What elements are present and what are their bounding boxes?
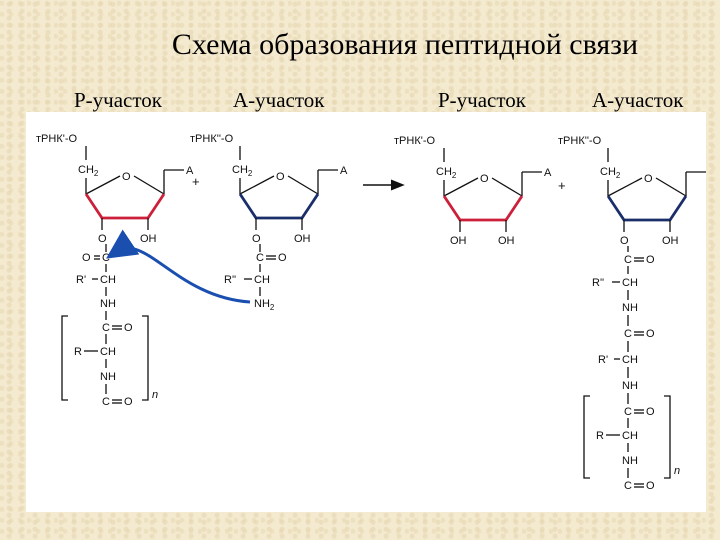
a-right-r-dprime: R'' bbox=[592, 277, 604, 289]
p-right-oh-2: OH bbox=[450, 235, 467, 247]
p-right-oh-3: OH bbox=[498, 235, 515, 247]
p-left-nh2: NH bbox=[100, 371, 116, 383]
nucleophilic-attack-arrow bbox=[106, 229, 251, 304]
a-left-nh2: NH2 bbox=[254, 298, 275, 312]
a-right-nh2: NH bbox=[622, 380, 638, 392]
a-right-ring-bond bbox=[655, 177, 687, 197]
p-left-ring-lower bbox=[84, 193, 166, 220]
p-right-ring-bond bbox=[491, 177, 523, 197]
a-left-ch: CH bbox=[254, 274, 270, 286]
a-left-carbonyl-c: C bbox=[256, 252, 264, 264]
a-right-bracket-left bbox=[583, 395, 590, 479]
a-left-ring-bond bbox=[287, 175, 319, 195]
p-left-carbonyl-c: C bbox=[102, 252, 110, 264]
p-left-ch2: CH2 bbox=[78, 164, 99, 178]
page-title: Схема образования пептидной связи bbox=[171, 28, 639, 61]
a-right-ring-lower bbox=[606, 195, 688, 222]
a-right-ch2: CH2 bbox=[600, 166, 621, 180]
a-right-o-2: O bbox=[620, 235, 629, 247]
p-right-ring-bond bbox=[443, 177, 479, 197]
a-left-oh-3: OH bbox=[294, 233, 311, 245]
p-left-nh: NH bbox=[100, 298, 116, 310]
p-left-ring-bond bbox=[85, 175, 121, 195]
a-right-c3: C bbox=[624, 406, 632, 418]
p-left-ch2: CH bbox=[100, 346, 116, 358]
a-right-ring-bond bbox=[607, 177, 643, 197]
a-left-trna-label: тРНК''-O bbox=[190, 133, 234, 145]
a-left-r-dprime: R'' bbox=[224, 274, 236, 286]
p-right-ring-lower bbox=[442, 195, 524, 222]
a-left-carbonyl-o: O bbox=[278, 252, 287, 264]
a-right-oh-3: OH bbox=[662, 235, 679, 247]
a-left-ring-oxygen: O bbox=[276, 171, 285, 183]
p-left-bracket-right bbox=[142, 315, 149, 401]
a-right-o3: O bbox=[646, 406, 655, 418]
a-right-nh1: NH bbox=[622, 302, 638, 314]
a-right-ring-oxygen: O bbox=[644, 173, 653, 185]
p-left-o3: O bbox=[124, 396, 133, 408]
a-right-r: R bbox=[596, 430, 604, 442]
p-left-c3: C bbox=[102, 396, 110, 408]
p-left-carbonyl-o: O bbox=[82, 252, 91, 264]
a-right-c1: C bbox=[624, 254, 632, 266]
p-left-o2: O bbox=[124, 322, 133, 334]
a-right-c2: C bbox=[624, 328, 632, 340]
a-left-base-adenine: A bbox=[340, 165, 348, 177]
site-label-p-left: Р-участок bbox=[74, 88, 162, 112]
a-right-repeat-n: n bbox=[674, 465, 680, 477]
a-right-nh3: NH bbox=[622, 455, 638, 467]
p-right-ch2: CH2 bbox=[436, 166, 457, 180]
a-right-r-prime: R' bbox=[598, 354, 608, 366]
p-left-base-adenine: A bbox=[186, 165, 194, 177]
a-left-o-2: O bbox=[252, 233, 261, 245]
p-left-r: R bbox=[74, 346, 82, 358]
p-left-bracket-left bbox=[61, 315, 68, 401]
a-left-ch2: CH2 bbox=[232, 164, 253, 178]
p-left-r-prime: R' bbox=[76, 274, 86, 286]
p-right-base-adenine: A bbox=[544, 167, 552, 179]
plus-right: + bbox=[558, 178, 566, 193]
site-label-a-right: А-участок bbox=[592, 88, 684, 112]
p-left-repeat-n: n bbox=[152, 389, 158, 401]
a-left-ring-bond bbox=[239, 175, 275, 195]
site-label-p-right: Р-участок bbox=[438, 88, 526, 112]
p-right-ring-oxygen: O bbox=[480, 173, 489, 185]
a-right-ch2: CH bbox=[622, 354, 638, 366]
p-left-ring-oxygen: O bbox=[122, 171, 131, 183]
p-left-ch: CH bbox=[100, 274, 116, 286]
a-right-trna-label: тРНК''-O bbox=[558, 135, 602, 147]
site-label-a-left: А-участок bbox=[233, 88, 325, 112]
a-right-ch1: CH bbox=[622, 277, 638, 289]
p-left-ring-bond bbox=[133, 175, 165, 195]
a-right-o4: O bbox=[646, 480, 655, 492]
a-right-o2: O bbox=[646, 328, 655, 340]
p-left-c2: C bbox=[102, 322, 110, 334]
a-right-ch3: CH bbox=[622, 430, 638, 442]
p-left-o-2: O bbox=[98, 233, 107, 245]
p-left-trna-label: тРНК'-O bbox=[36, 133, 77, 145]
p-right-trna-label: тРНК'-O bbox=[394, 135, 435, 147]
plus-left: + bbox=[192, 174, 200, 189]
p-left-oh-3: OH bbox=[140, 233, 157, 245]
a-right-bracket-right bbox=[664, 395, 671, 479]
a-right-o1: O bbox=[646, 254, 655, 266]
a-right-c4: C bbox=[624, 480, 632, 492]
a-left-ring-lower bbox=[238, 193, 320, 220]
